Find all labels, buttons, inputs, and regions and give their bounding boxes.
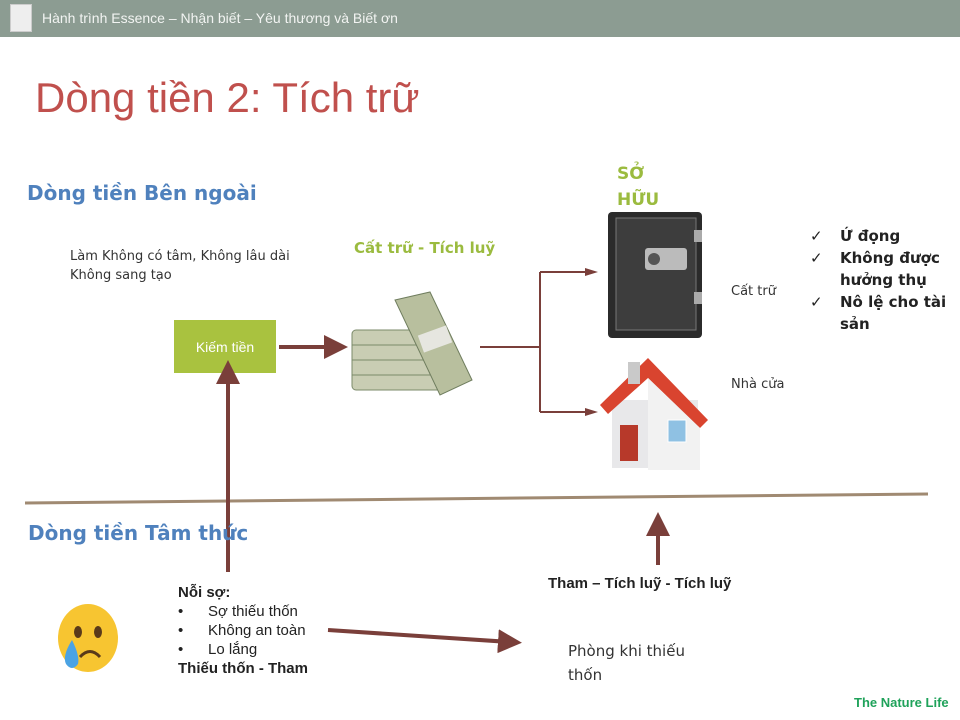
consequence-text: Không được hưởng thụ <box>840 249 940 289</box>
prevent-line: Phòng khi thiếu <box>568 642 685 660</box>
fear-result: Thiếu thốn - Tham <box>178 660 308 677</box>
brand-label: The Nature Life <box>854 695 949 710</box>
consequence-item: ✓ Ứ đọng <box>810 225 950 247</box>
own-label-line: HỮU <box>617 190 660 210</box>
safe-icon <box>608 212 702 338</box>
prevent-label: Phòng khi thiếu thốn <box>568 639 685 687</box>
house-icon <box>600 358 708 470</box>
safe-label: Cất trữ <box>731 284 776 299</box>
check-icon: ✓ <box>810 227 823 245</box>
arrow-fear-to-prevent <box>327 628 522 654</box>
fear-text: Lo lắng <box>208 641 258 658</box>
avatar <box>10 4 32 32</box>
fear-title: Nỗi sợ: <box>178 584 231 601</box>
store-label: Cất trữ - Tích luỹ <box>354 239 496 257</box>
crying-face-icon <box>58 604 118 672</box>
fear-item: •Lo lắng <box>178 641 258 658</box>
outer-flow-heading: Dòng tiền Bên ngoài <box>27 181 257 205</box>
work-note-line: Không sang tạo <box>70 268 172 283</box>
consequence-text: Ứ đọng <box>840 227 901 245</box>
work-note-line: Làm Không có tâm, Không lâu dài <box>70 249 290 264</box>
fear-block: Nỗi sợ: •Sợ thiếu thốn •Không an toàn •L… <box>178 583 308 678</box>
header-bar: Hành trình Essence – Nhận biết – Yêu thư… <box>0 0 960 37</box>
fear-item: •Sợ thiếu thốn <box>178 603 298 620</box>
check-icon: ✓ <box>810 293 823 311</box>
consequence-item: ✓ Nô lệ cho tài sản <box>810 291 950 335</box>
fear-item: •Không an toàn <box>178 622 306 639</box>
prevent-line: thốn <box>568 666 603 684</box>
fear-text: Sợ thiếu thốn <box>208 603 298 620</box>
consequence-text: Nô lệ cho tài sản <box>840 293 947 333</box>
own-label-line: SỞ <box>617 164 645 184</box>
slide-title: Dòng tiền 2: Tích trữ <box>35 74 420 121</box>
greed-label: Tham – Tích luỹ - Tích luỹ <box>548 575 732 592</box>
consequence-item: ✓ Không được hưởng thụ <box>810 247 950 291</box>
check-icon: ✓ <box>810 249 823 267</box>
money-stack-icon <box>351 291 473 396</box>
branch-lines <box>480 271 592 413</box>
consequence-list: ✓ Ứ đọng ✓ Không được hưởng thụ ✓ Nô lệ cho… <box>810 225 950 335</box>
own-label: SỞ HỮU <box>617 161 659 213</box>
divider-line <box>24 492 929 505</box>
fear-text: Không an toàn <box>208 622 306 639</box>
house-label: Nhà cửa <box>731 377 785 392</box>
header-title: Hành trình Essence – Nhận biết – Yêu thư… <box>42 10 398 26</box>
inner-flow-heading: Dòng tiền Tâm thức <box>28 521 249 545</box>
work-note: Làm Không có tâm, Không lâu dài Không sa… <box>70 247 290 285</box>
